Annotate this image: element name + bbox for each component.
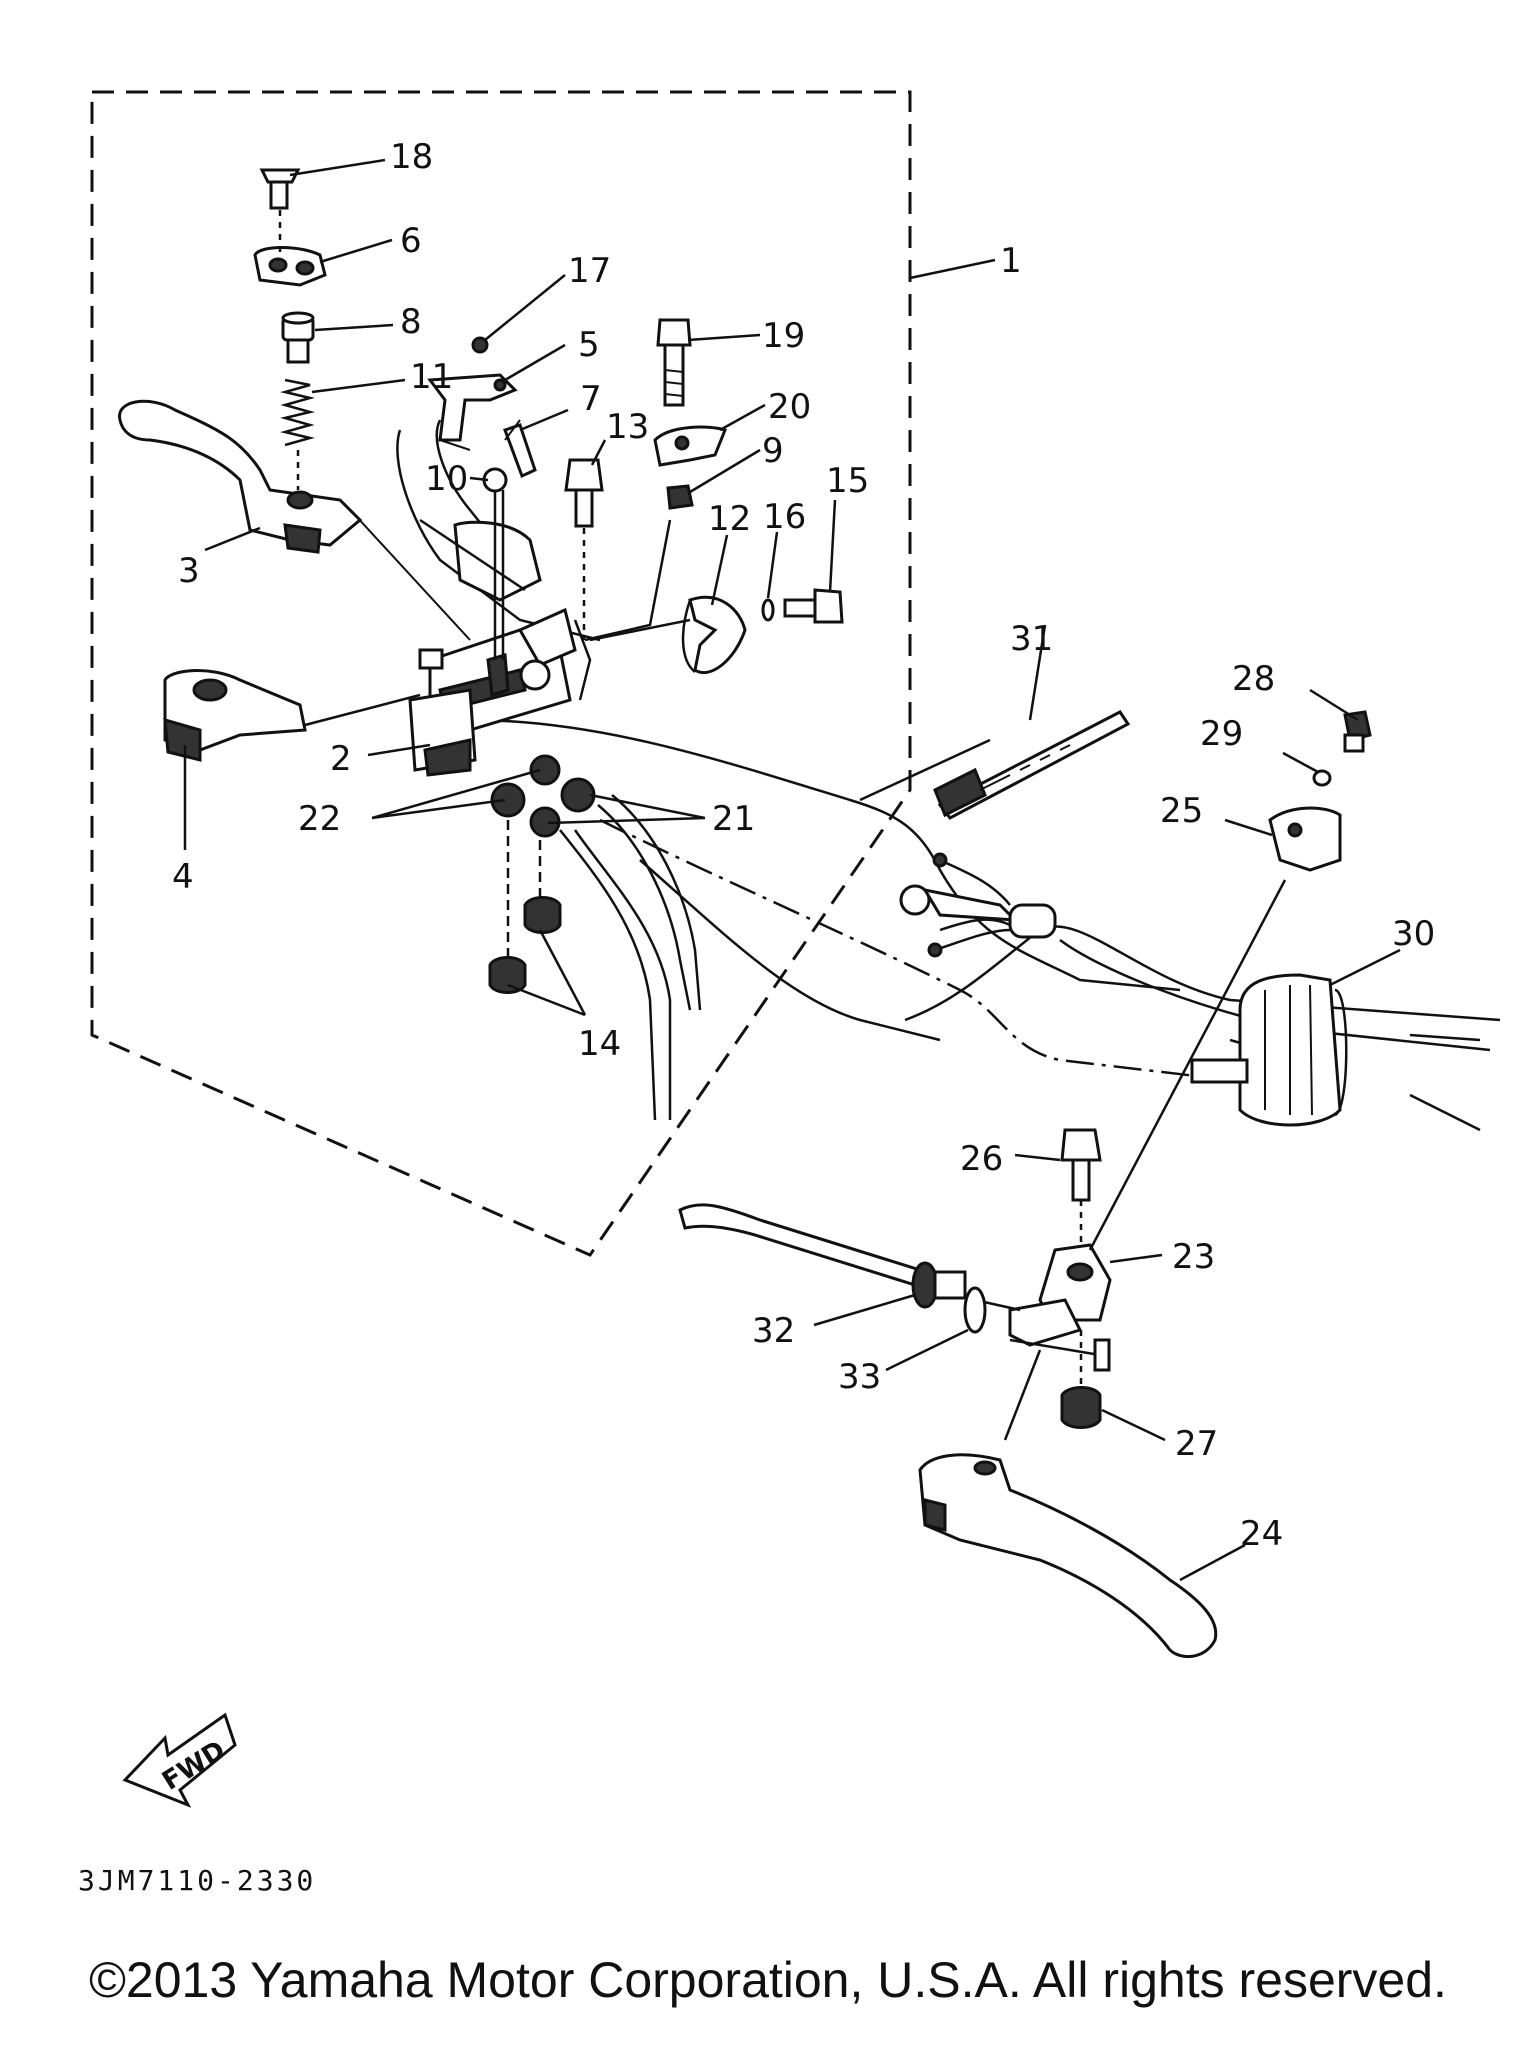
callout-12: 12 [708,499,751,539]
adjuster-part-32 [911,1261,967,1309]
lever-part-3 [118,399,471,641]
callout-32: 32 [752,1311,795,1351]
bolt-part-15 [783,588,844,624]
lever-part-24 [918,1453,1218,1659]
callout-33: 33 [838,1357,881,1397]
callout-4: 4 [172,857,194,897]
callout-3: 3 [178,551,200,591]
callout-13: 13 [606,407,649,447]
callout-25: 25 [1160,791,1203,831]
switch-wire-part [899,852,1057,958]
callout-29: 29 [1200,714,1243,754]
callout-2: 2 [330,739,352,779]
callout-22: 22 [298,799,341,839]
master-cylinder-body [396,419,601,777]
callout-7: 7 [580,379,602,419]
screw-part-18 [259,168,301,255]
callout-15: 15 [826,461,869,501]
spring-part-11 [280,378,315,490]
leader-lines [183,158,1401,1582]
clamp-part-20 [653,425,727,467]
assembly-lines [419,518,1287,1441]
callout-23: 23 [1172,1237,1215,1277]
callout-19: 19 [762,316,805,356]
fwd-arrow-icon: FWD [122,1712,237,1808]
callout-14: 14 [578,1024,621,1064]
callout-21: 21 [712,799,755,839]
assembly-boundary [90,90,912,1257]
plug-part-8 [281,311,315,364]
bracket-part-4 [163,669,421,762]
callout-5: 5 [578,325,600,365]
plate-part-6 [253,246,327,287]
holder-part-23 [1008,1243,1112,1347]
fitting-parts [490,754,702,1121]
callout-27: 27 [1175,1424,1218,1464]
callout-20: 20 [768,387,811,427]
callout-28: 28 [1232,659,1275,699]
callout-26: 26 [960,1139,1003,1179]
grip-switch-part [1190,973,1348,1127]
callout-31: 31 [1010,619,1053,659]
nut-parts-14 [488,820,562,994]
callout-11: 11 [410,357,453,397]
copyright-text: ©2013 Yamaha Motor Corporation, U.S.A. A… [89,1952,1447,2008]
bolt-part-19 [656,318,692,407]
diagram-code: 3JM7110-2330 [78,1864,316,1897]
locknut-part-33 [963,1286,987,1334]
washer-part-16 [761,598,775,622]
callout-9: 9 [762,431,784,471]
cable-tie-part [933,710,1131,820]
washer-part-29 [1312,769,1332,787]
bolt-part-26 [1060,1128,1102,1250]
nut-part-9 [666,484,694,510]
holder-part-12 [681,595,747,675]
bolt-part-13 [564,458,604,640]
callout-30: 30 [1392,914,1435,954]
callout-8: 8 [400,302,422,342]
callout-17: 17 [568,251,611,291]
bracket-part-25 [1268,806,1342,872]
screw-part-28 [1343,710,1372,753]
callout-1: 1 [1000,241,1022,281]
callout-6: 6 [400,221,422,261]
callout-10: 10 [425,459,468,499]
callout-24: 24 [1240,1514,1283,1554]
pin-shaft [1009,1338,1111,1372]
clip-part-17 [471,336,489,354]
callout-16: 16 [763,497,806,537]
callout-18: 18 [390,137,433,177]
nut-part-27 [1060,1330,1102,1429]
